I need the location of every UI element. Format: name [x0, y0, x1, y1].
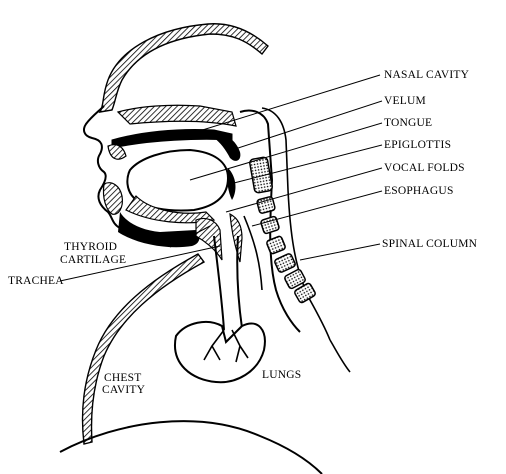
- diaphragm: [60, 421, 322, 474]
- spinal-column-vertebrae: [249, 157, 316, 304]
- label-esophagus: ESOPHAGUS: [384, 185, 454, 197]
- label-nasal-cavity: NASAL CAVITY: [384, 69, 469, 81]
- label-lungs: LUNGS: [262, 369, 301, 381]
- label-epiglottis: EPIGLOTTIS: [384, 139, 451, 151]
- back-line: [330, 340, 350, 372]
- label-cavity: CAVITY: [102, 384, 145, 396]
- larynx-left: [196, 218, 222, 260]
- label-spinal-column: SPINAL COLUMN: [382, 238, 477, 250]
- label-chest: CHEST: [104, 372, 141, 384]
- lungs-outline: [175, 322, 265, 382]
- upper-teeth: [108, 145, 126, 159]
- label-tongue: TONGUE: [384, 117, 432, 129]
- label-thyroid: THYROID: [64, 241, 117, 253]
- skull-outline: [100, 24, 268, 112]
- label-trachea: TRACHEA: [8, 275, 64, 287]
- esophagus-tube: [244, 216, 262, 290]
- label-velum: VELUM: [384, 95, 426, 107]
- nasal-cavity-wall: [118, 105, 236, 126]
- label-cartilage: CARTILAGE: [60, 254, 126, 266]
- larynx-right: [230, 214, 242, 262]
- label-vocal-folds: VOCAL FOLDS: [384, 162, 465, 174]
